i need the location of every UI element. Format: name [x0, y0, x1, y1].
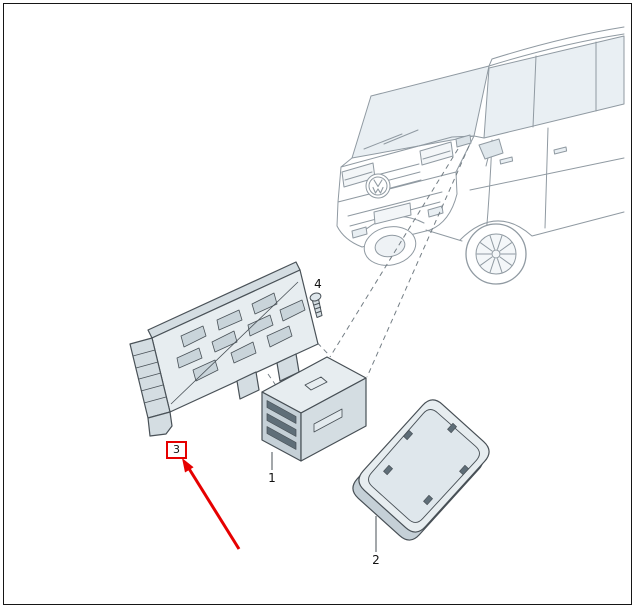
- vw-emblem-icon: [365, 173, 391, 199]
- van-license-plate: [373, 202, 412, 225]
- dash-van-to-module-1: [329, 148, 459, 358]
- cover-inner-rim: [368, 409, 480, 523]
- module-label-plate: [313, 408, 343, 433]
- part-label-4[interactable]: 4: [314, 277, 322, 291]
- bracket-tab-1: [236, 371, 260, 400]
- highlight-arrowhead: [182, 458, 194, 473]
- bracket-flange-ribs: [132, 349, 167, 404]
- mounting-bracket-part[interactable]: [129, 261, 319, 437]
- van-side-windows: [483, 35, 625, 139]
- dash-van-to-module-2: [366, 145, 470, 378]
- highlight-arrow-shaft: [186, 466, 241, 550]
- bracket-rib-line: [170, 281, 299, 405]
- van-illustration: [336, 26, 625, 285]
- install-location-marker: [455, 134, 472, 148]
- control-module-part[interactable]: [261, 356, 367, 470]
- screw-head: [309, 292, 322, 302]
- bracket-foot: [147, 411, 173, 437]
- screw-threads: [313, 302, 322, 314]
- highlight-arrow: [182, 458, 241, 550]
- van-foglight-left: [351, 226, 368, 239]
- cover-clip-slots: [383, 422, 469, 506]
- van-headlight-details: [344, 150, 451, 181]
- van-headlight-right: [419, 141, 454, 166]
- cover-part[interactable]: [352, 399, 490, 552]
- van-door-handle-front: [499, 156, 514, 165]
- van-door-handle-rear: [553, 146, 568, 155]
- van-rear-wheel: [465, 223, 527, 285]
- van-front-wheel: [363, 226, 417, 266]
- part-label-2[interactable]: 2: [372, 553, 380, 567]
- screw-part[interactable]: [309, 292, 323, 318]
- module-connector-slots: [266, 400, 297, 450]
- part-label-1[interactable]: 1: [268, 471, 276, 485]
- van-mirror: [478, 138, 504, 160]
- part-label-3-highlighted[interactable]: 3: [166, 441, 187, 459]
- wheel-spokes: [476, 235, 516, 273]
- van-foglight-right: [427, 205, 444, 218]
- module-top-detail: [304, 376, 328, 391]
- bracket-holes: [176, 292, 306, 382]
